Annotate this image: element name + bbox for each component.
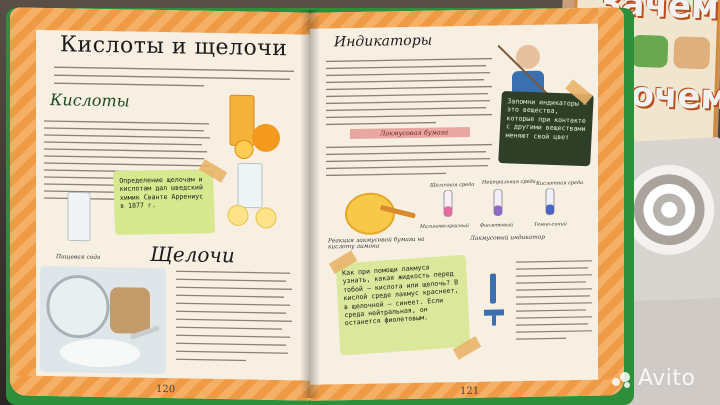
definition-note: Определение щелочам и кислотам дал шведс… xyxy=(112,169,216,235)
lemon-photo xyxy=(345,192,416,235)
acids-heading: Кислоты xyxy=(50,90,130,111)
orange xyxy=(252,123,280,152)
watermark: Avito xyxy=(638,366,696,391)
alkali-text-block xyxy=(176,270,292,362)
alkali-heading: Щелочи xyxy=(150,241,235,268)
test-tubes xyxy=(443,188,555,217)
page-border-top xyxy=(10,7,310,35)
medium-label-alkaline: Щелочная среда xyxy=(430,181,475,189)
juice-glass xyxy=(229,94,255,147)
watermark-logo-icon xyxy=(612,372,634,388)
intro-text-lines xyxy=(54,66,294,87)
microscope-icon xyxy=(484,273,504,326)
page-title: Кислоты и щелочи xyxy=(60,32,288,62)
caption-lemon: Реакция лакмусовой бумаги на кислоту лим… xyxy=(328,236,425,251)
page-title: Индикаторы xyxy=(334,32,433,51)
lemon xyxy=(255,207,277,229)
intro-text xyxy=(54,64,304,100)
page-border-right xyxy=(598,7,624,396)
litmus-question-note: Как при помощи лакмуса узнать, какая жид… xyxy=(335,254,471,356)
medium-label-neutral: Нейтральная среда xyxy=(482,178,536,186)
indicator-color-2: Фиолетовый xyxy=(480,223,514,229)
orange-slice xyxy=(234,139,254,159)
lemon xyxy=(227,204,249,226)
remember-note: Запомни индикаторы – это вещества, котор… xyxy=(498,91,594,167)
right-page: Индикаторы Запомни индикаторы – это веще… xyxy=(310,7,624,401)
litmus-label: Лакмусовая бумага xyxy=(380,128,449,138)
page-number-right: 121 xyxy=(460,385,480,398)
caption-indicator: Лакмусовый индикатор xyxy=(470,234,545,242)
medium-label-acidic: Кислотная среда xyxy=(536,179,584,187)
indicators-text-block xyxy=(326,57,492,126)
open-book: Кислоты и щелочи Кислоты xyxy=(6,7,634,405)
book-gutter xyxy=(300,10,320,398)
page-border-left xyxy=(10,7,36,396)
indicator-color-1: Малиново-красный xyxy=(420,223,469,230)
indicator-color-3: Темно-синий xyxy=(534,222,567,228)
litmus-side-text xyxy=(516,260,592,340)
water-glass xyxy=(237,162,263,209)
left-page: Кислоты и щелочи Кислоты xyxy=(10,7,310,401)
soda-glass xyxy=(67,191,91,242)
caption-soda: Пищевая сода xyxy=(56,254,101,261)
page-number-left: 120 xyxy=(156,383,176,396)
litmus-text-block xyxy=(326,143,492,177)
illustration-chip xyxy=(673,36,711,70)
soda-photo xyxy=(40,265,166,375)
juice-illustration xyxy=(229,94,280,159)
water-illustration xyxy=(227,162,277,229)
